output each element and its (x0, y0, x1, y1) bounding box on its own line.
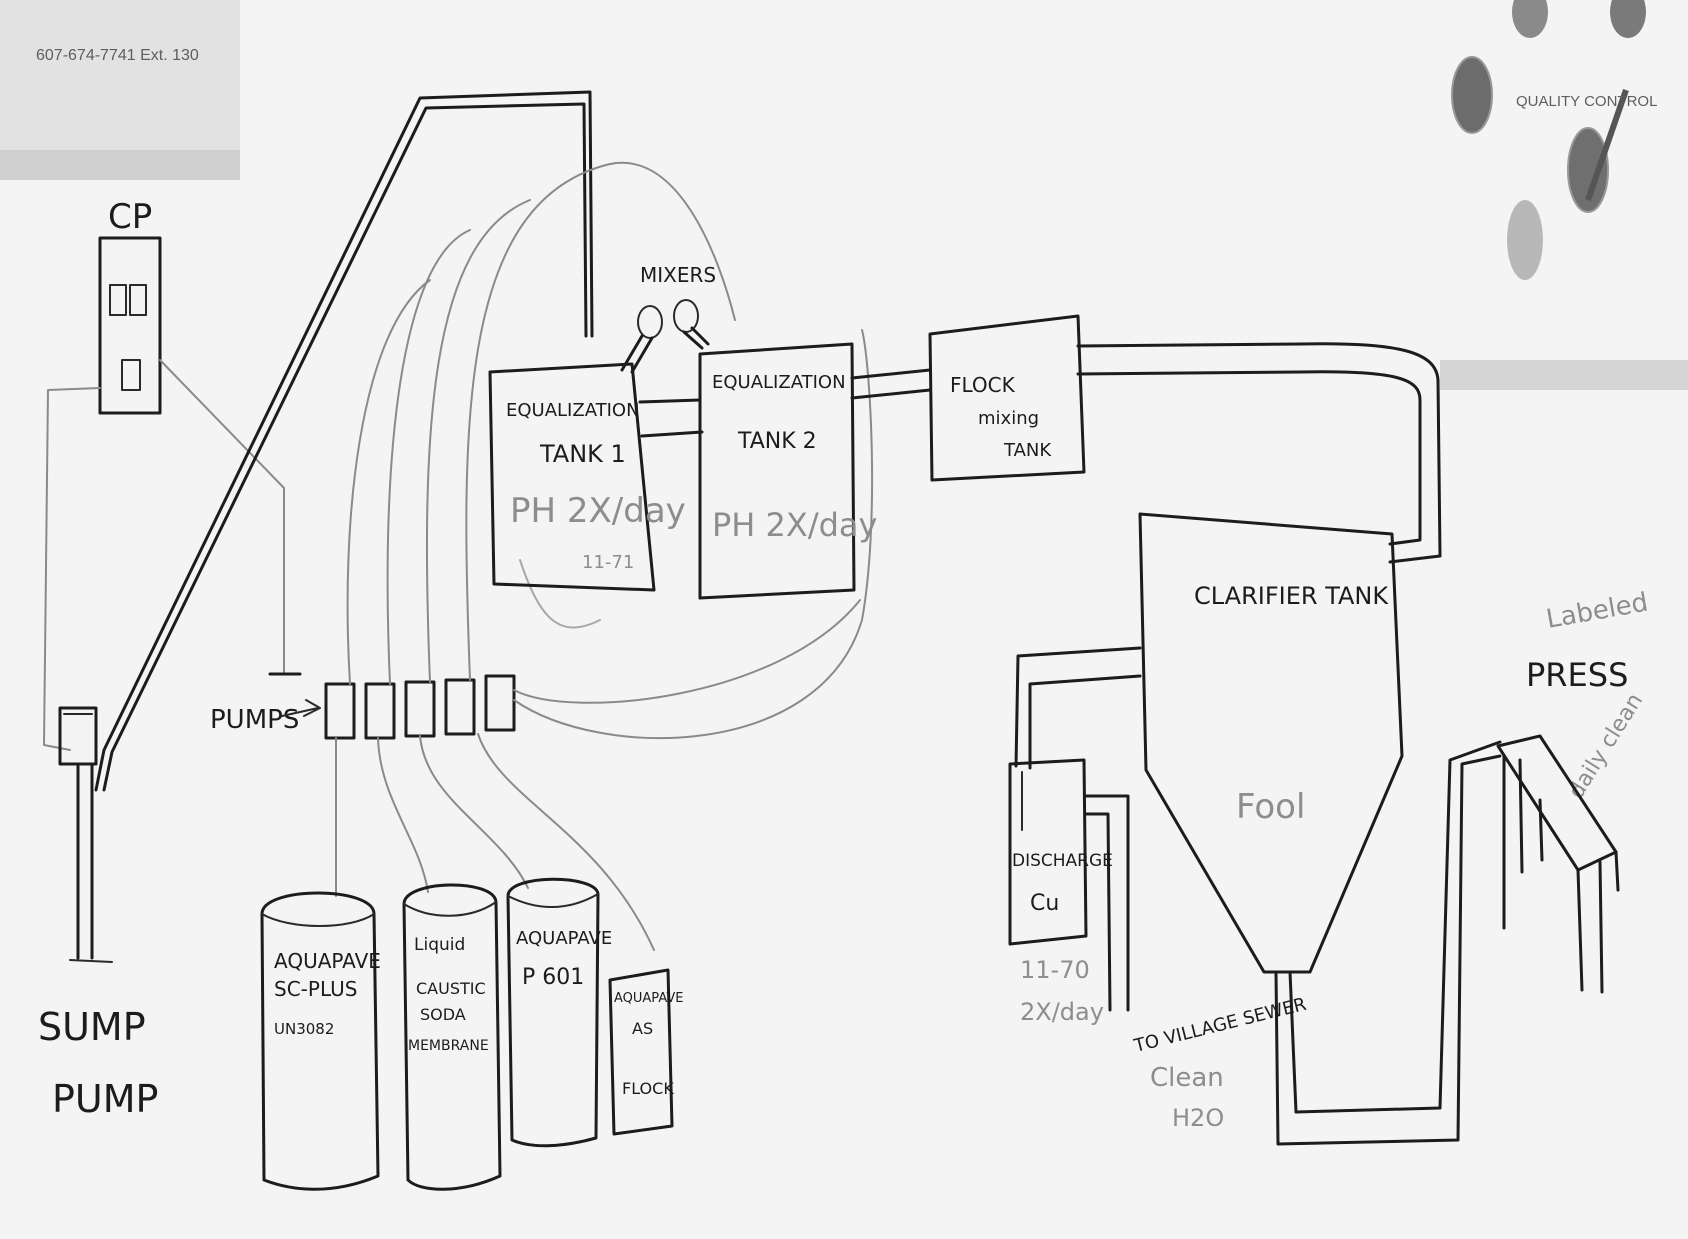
cp-label: CP (108, 197, 152, 237)
drum-4-line2: AS (632, 1019, 653, 1038)
mixer-1 (637, 305, 663, 339)
feed-line-4 (465, 161, 736, 681)
feed-line-5 (513, 329, 874, 740)
sump-discharge-pipe-outer (94, 90, 594, 792)
discharge-code: 11-70 (1020, 956, 1090, 984)
control-panel-cp: CP (98, 197, 162, 415)
sump-discharge-pipe-inner (102, 102, 588, 792)
flock-mixing-tank: FLOCK mixing TANK (928, 314, 1086, 482)
flock-pipe-1 (850, 368, 932, 380)
clarifier-feed-pipe-inner (1076, 370, 1422, 546)
cp-wire-left (43, 387, 101, 751)
drum-2-line3: SODA (420, 1005, 466, 1024)
flock-tank-line3: TANK (1003, 440, 1052, 461)
eq-tank-2-note: PH 2X/day (712, 506, 877, 544)
discharge-line2: Cu (1030, 891, 1059, 916)
flock-tank-line1: FLOCK (950, 373, 1016, 397)
eq-tank-1-note2: 11-71 (582, 552, 634, 573)
sump-pump-label-2: PUMP (52, 1077, 158, 1121)
quality-control-label: QUALITY CONTROL (1516, 93, 1657, 110)
pump-1 (324, 682, 356, 740)
pump-4 (444, 678, 476, 736)
mixers-label: MIXERS (640, 263, 716, 287)
discharge-line1: DISCHARGE (1012, 851, 1113, 871)
eq-tank-2-line2: TANK 2 (737, 429, 817, 454)
clarifier-tank: CLARIFIER TANK Fool (1138, 512, 1404, 974)
drum-3-line1: AQUAPAVE (516, 928, 612, 949)
drum-1-line2: SC-PLUS (274, 977, 357, 1001)
flock-tank-line2: mixing (978, 408, 1039, 429)
sewer-line3: H2O (1172, 1104, 1224, 1132)
pump-2 (364, 682, 396, 740)
drum-3-line2: P 601 (522, 965, 584, 990)
eq-tank-2-line1: EQUALIZATION (712, 372, 846, 393)
chemical-drum-3: AQUAPAVE P 601 (506, 877, 612, 1148)
chemical-drum-2: Liquid CAUSTIC SODA MEMBRANE (402, 883, 502, 1191)
chemical-drum-1: AQUAPAVE SC-PLUS UN3082 (260, 891, 381, 1191)
corner-shadow (0, 0, 240, 165)
feed-line-1 (346, 279, 431, 685)
sump-pump: SUMP PUMP (38, 706, 158, 1121)
clarifier-label: CLARIFIER TANK (1194, 582, 1389, 610)
flock-pipe-2 (850, 388, 932, 400)
pump-row: PUMPS (210, 674, 516, 740)
equalization-tank-1: EQUALIZATION TANK 1 PH 2X/day 11-71 (488, 362, 686, 592)
drum-1-line3: UN3082 (274, 1020, 334, 1038)
clarifier-outlet-pipe-inner (1274, 754, 1502, 1146)
chemical-drum-4: AQUAPAVE AS FLOCK (608, 968, 683, 1136)
eq-pipe-1 (638, 398, 702, 404)
drum-feed-2 (377, 737, 429, 893)
sump-pump-label-1: SUMP (38, 1005, 146, 1049)
eq-tank-1-note: PH 2X/day (510, 491, 686, 531)
discharge-pipe-2 (1028, 674, 1142, 770)
clarifier-outlet-pipe-outer (1288, 740, 1502, 1114)
drum-2-line1: Liquid (414, 935, 465, 955)
feed-line-3 (425, 199, 531, 683)
equalization-tank-2: EQUALIZATION TANK 2 PH 2X/day (698, 342, 877, 600)
drum-feed-3 (419, 735, 529, 889)
discharge-tank: DISCHARGE Cu 11-70 2X/day (1008, 758, 1130, 1026)
mixers: MIXERS (620, 263, 716, 374)
feed-line-2 (386, 229, 471, 685)
drum-feed-4 (477, 733, 655, 951)
eq-tank-1-line2: TANK 1 (539, 440, 626, 468)
drum-1-line1: AQUAPAVE (274, 949, 381, 973)
sewer-line2: Clean (1150, 1063, 1224, 1093)
clarifier-feed-pipe-outer (1076, 342, 1442, 564)
feed-line-6 (513, 599, 861, 704)
discharge-pipe-1 (1014, 646, 1142, 768)
cp-wire-right (159, 359, 285, 673)
discharge-freq: 2X/day (1020, 998, 1104, 1026)
quality-control-magnets: QUALITY CONTROL (1451, 0, 1657, 280)
eq-tank-1-line1: EQUALIZATION (506, 400, 640, 421)
press-label: PRESS (1526, 656, 1628, 694)
pump-5 (484, 674, 516, 732)
header-phone: 607-674-7741 Ext. 130 (36, 47, 199, 64)
pumps-label: PUMPS (210, 705, 299, 735)
clarifier-note: Fool (1236, 787, 1305, 827)
drum-2-line2: CAUSTIC (416, 979, 486, 998)
faint-stroke (519, 559, 601, 629)
eq-pipe-2 (640, 430, 704, 438)
drum-4-line3: FLOCK (622, 1079, 674, 1098)
drum-2-line4: MEMBRANE (408, 1038, 489, 1054)
drum-4-line1: AQUAPAVE (614, 991, 683, 1006)
